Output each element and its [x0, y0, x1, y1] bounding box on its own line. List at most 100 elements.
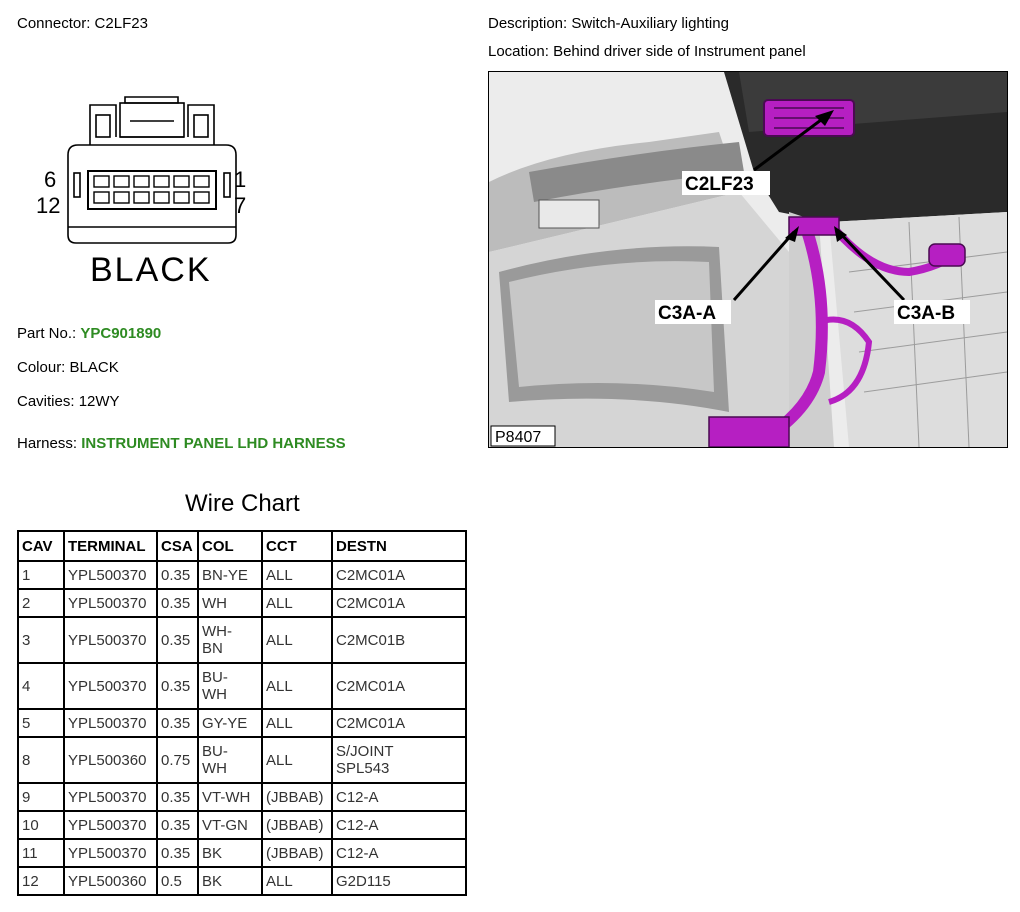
cell-cct-text: ALL: [266, 566, 293, 584]
cell-csa: 0.35: [156, 810, 199, 840]
cavity-cell: [173, 191, 190, 204]
cell-col-text: VT-GN: [202, 816, 248, 834]
cell-cct-text: ALL: [266, 714, 293, 732]
cell-col: GY-YE: [197, 708, 263, 738]
cell-col-text: VT-WH: [202, 788, 251, 806]
cell-destn: C2MC01B: [331, 616, 467, 664]
cell-cav: 2: [17, 588, 65, 618]
cell-destn-text: C2MC01A: [336, 594, 406, 612]
cavities-line: Cavities: 12WY: [17, 393, 120, 410]
cell-csa-text: 0.35: [161, 844, 191, 862]
cell-cav-text: 12: [22, 872, 39, 890]
cell-destn-text: C12-A: [336, 844, 379, 862]
cell-cct: (JBBAB): [261, 810, 333, 840]
wire-chart-title: Wire Chart: [185, 490, 300, 517]
cavity-cell: [133, 175, 150, 188]
cell-col-text: BN-YE: [202, 566, 248, 584]
cell-csa: 0.35: [156, 616, 199, 664]
part-number-label: Part No.:: [17, 325, 77, 342]
cell-col: BK: [197, 838, 263, 868]
callout-c3a-b: C3A-B: [897, 303, 955, 324]
cell-terminal: YPL500360: [63, 866, 158, 896]
cell-cav-text: 11: [22, 844, 38, 862]
wire-chart-header-row: CAV TERMINAL CSA COL CCT DESTN: [17, 530, 467, 562]
header-col: COL: [197, 530, 263, 562]
cavity-cell: [133, 191, 150, 204]
pin-label-1: 1: [234, 167, 246, 192]
colour-value: BLACK: [69, 359, 119, 376]
cell-csa: 0.75: [156, 736, 199, 784]
cell-terminal: YPL500370: [63, 588, 158, 618]
cell-terminal-text: YPL500370: [68, 677, 147, 695]
cell-cct: (JBBAB): [261, 782, 333, 812]
cell-col: VT-GN: [197, 810, 263, 840]
harness-link[interactable]: INSTRUMENT PANEL LHD HARNESS: [81, 435, 346, 452]
header-cav: CAV: [17, 530, 65, 562]
pin-label-7: 7: [234, 193, 246, 218]
cell-csa: 0.35: [156, 588, 199, 618]
cell-csa-text: 0.35: [161, 816, 191, 834]
cell-terminal-text: YPL500370: [68, 816, 147, 834]
cell-terminal-text: YPL500370: [68, 566, 147, 584]
cell-col-text: BK: [202, 844, 223, 862]
cell-destn: G2D115: [331, 866, 467, 896]
cell-cct: ALL: [261, 866, 333, 896]
harness-label: Harness:: [17, 435, 78, 452]
cell-terminal-text: YPL500360: [68, 751, 147, 769]
cavity-cell: [193, 191, 210, 204]
cell-col: WH-BN: [197, 616, 263, 664]
cell-csa-text: 0.35: [161, 714, 191, 732]
cell-terminal-text: YPL500370: [68, 714, 147, 732]
cell-col-text: GY-YE: [202, 714, 248, 732]
cell-destn: C12-A: [331, 782, 467, 812]
cell-destn-text: C2MC01A: [336, 714, 406, 732]
description-line: Description: Switch-Auxiliary lighting: [488, 15, 729, 32]
cell-cav: 8: [17, 736, 65, 784]
cell-cct-text: ALL: [266, 677, 293, 695]
colour-line: Colour: BLACK: [17, 359, 119, 376]
cell-cct: ALL: [261, 588, 333, 618]
cell-col-text: WH: [202, 686, 227, 703]
cell-col-text: BN: [202, 640, 223, 657]
figure-id: P8407: [495, 429, 541, 446]
cell-col-text: BK: [202, 872, 223, 890]
connector-face-diagram: 6 12 1 7 BLACK: [36, 96, 246, 289]
cell-csa: 0.35: [156, 662, 199, 710]
header-destn: DESTN: [331, 530, 467, 562]
cell-col-text: BU-: [202, 743, 228, 760]
cell-destn-text: C2MC01B: [336, 631, 406, 649]
header-csa: CSA: [156, 530, 199, 562]
cavity-cell: [93, 175, 110, 188]
cell-cct-text: (JBBAB): [266, 816, 324, 834]
callout-c2lf23: C2LF23: [685, 174, 754, 195]
cavity-cell: [173, 175, 190, 188]
header-cct: CCT: [261, 530, 333, 562]
cell-cav: 10: [17, 810, 65, 840]
cell-csa-text: 0.5: [161, 872, 182, 890]
cell-cav-text: 4: [22, 677, 31, 695]
cell-csa: 0.5: [156, 866, 199, 896]
harness-line: Harness: INSTRUMENT PANEL LHD HARNESS: [17, 435, 346, 452]
cell-cct-text: ALL: [266, 872, 293, 890]
cavity-cell: [113, 175, 130, 188]
cell-cav-text: 10: [22, 816, 39, 834]
cavities-label: Cavities:: [17, 393, 75, 410]
cell-col: VT-WH: [197, 782, 263, 812]
cell-terminal: YPL500370: [63, 810, 158, 840]
cell-destn: C12-A: [331, 810, 467, 840]
cell-cav-text: 2: [22, 594, 31, 612]
part-number-link[interactable]: YPC901890: [80, 325, 162, 342]
cell-cct: ALL: [261, 708, 333, 738]
cell-csa: 0.35: [156, 560, 199, 590]
cell-terminal-text: YPL500370: [68, 594, 147, 612]
cell-destn-text: C12-A: [336, 816, 379, 834]
cell-terminal: YPL500370: [63, 708, 158, 738]
cavity-grid: [93, 175, 210, 204]
cavity-cell: [113, 191, 130, 204]
